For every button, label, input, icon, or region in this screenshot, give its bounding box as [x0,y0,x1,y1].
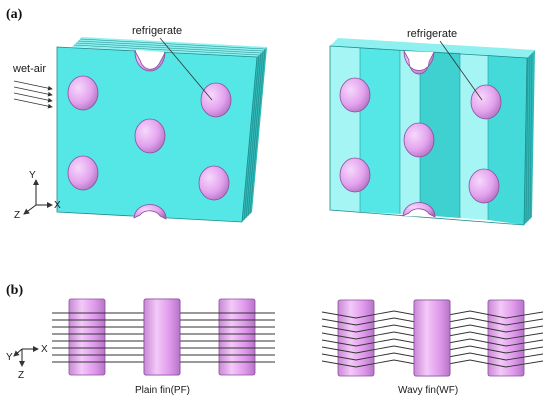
fin-stack-edges [243,48,266,221]
plain-fin-stack [56,37,267,223]
tube-hole [134,118,166,154]
tube-side [487,299,525,377]
y-axis-label: Y [6,352,13,363]
tube-hole [67,155,99,191]
fin-stack-side [242,47,267,222]
tube-hole [339,77,371,113]
bottom-half-tube [133,204,167,220]
top-half-tube [134,49,166,72]
refrigerate-label-right: refrigerate [407,28,457,40]
tube-hole [339,157,371,193]
panel-a-label: (a) [6,7,23,22]
top-notch [403,51,434,71]
tube-hole [200,82,232,118]
plain-fin-caption: Plain fin(PF) [135,385,190,396]
wavy-band [360,48,400,214]
y-axis-arrow [13,348,23,357]
plain-fin-side-view [52,298,275,376]
panel-b-label: (b) [6,283,23,298]
wavy-stack-top [330,38,535,58]
tube-holes-left [67,49,232,220]
x-axis-label: X [41,344,48,355]
tube-hole [468,168,500,204]
tube-side [218,298,256,376]
fin-stack-top [72,37,267,57]
z-axis-arrow [23,204,37,215]
tube-hole [198,165,230,201]
z-axis-label: Z [18,370,24,381]
tube-side [68,298,106,376]
airflow-arrows [13,80,53,109]
tube-hole [67,75,99,111]
axes-triad-b: X Y Z [6,344,48,381]
refrigerate-leader-right [439,40,483,101]
wavy-band [420,51,460,218]
wavy-stack-edges [525,52,533,224]
tube-hole [403,122,435,158]
wavy-fin-side-view [321,299,544,377]
wavy-fin-outline [329,45,528,226]
tube-side [337,299,375,377]
tube-front [143,298,181,376]
top-half-tube [403,49,435,75]
wet-air-label: wet-air [12,63,46,75]
tube-hole [470,84,502,120]
fin-top-edges [73,38,266,56]
wavy-fin-caption: Wavy fin(WF) [398,385,458,396]
tube-holes-right [339,49,502,218]
z-axis-label: Z [14,210,20,221]
y-axis-label: Y [29,170,36,181]
top-notch [135,50,164,70]
wavy-band [488,55,527,225]
axes-triad-a: Y X Z [14,170,61,221]
wavy-fin-stack [329,38,535,226]
refrigerate-leader-left [159,37,213,101]
refrigerate-label-left: refrigerate [132,25,182,37]
tube-front [413,299,451,377]
bottom-half-tube [402,202,436,218]
x-axis-label: X [54,200,61,211]
